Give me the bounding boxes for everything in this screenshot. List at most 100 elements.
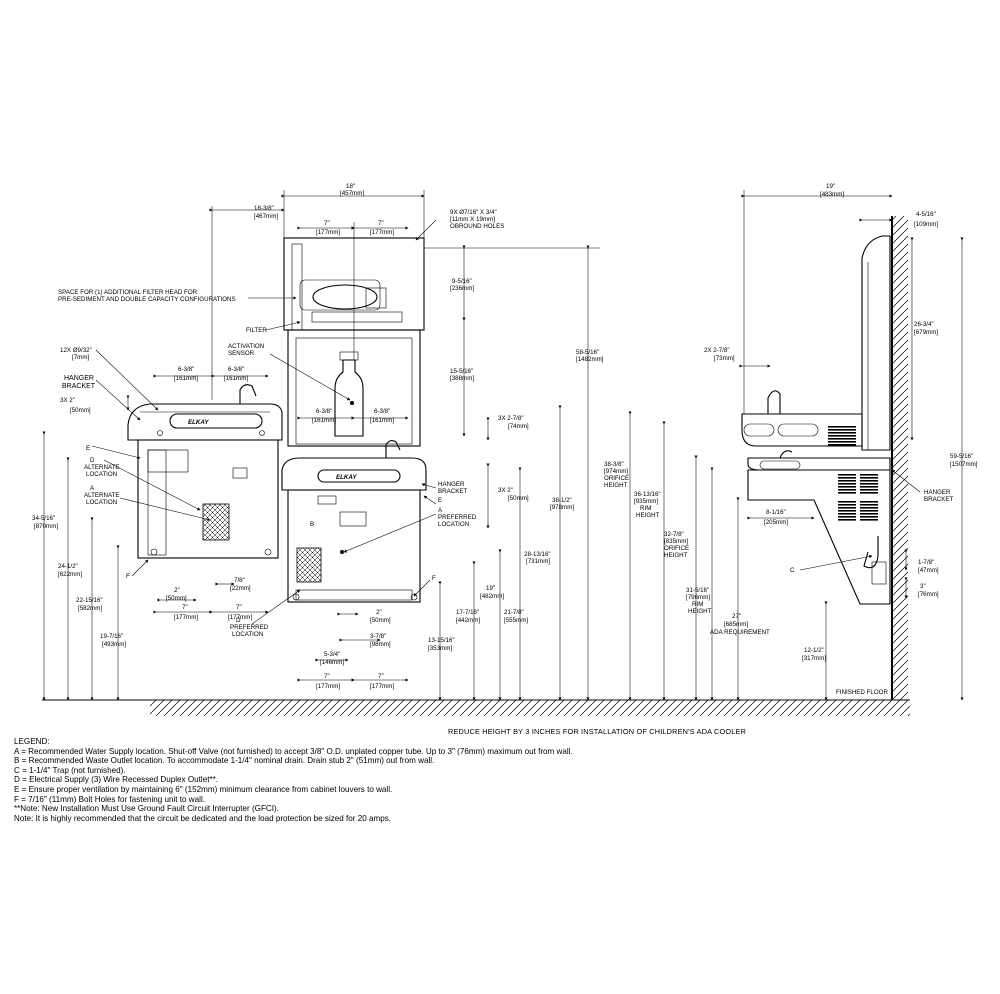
label-ada-2: [685mm] [724,621,748,628]
legend-line-a: A = Recommended Water Supply location. S… [14,746,573,756]
dim-15-5-16-mm: [388mm] [450,375,474,382]
dim-59-5-16: 59-5/16" [950,453,973,460]
dim-26-3-4: 26-3/4" [914,321,934,328]
legend-line-e: E = Ensure proper ventilation by maintai… [14,784,393,794]
dim-13-15-16-mm: [353mm] [428,645,452,652]
dim-6-3-8b: 6-3/8" [228,366,244,373]
dim-7b-mm: [177mm] [370,229,394,236]
dim-6-3-8a-mm: [161mm] [174,375,198,382]
dimension-lines [42,190,964,701]
dim-7d-mm: [177mm] [228,614,252,621]
dim-8-1-16-mm: [205mm] [764,519,788,526]
label-obround-3: OBROUND HOLES [450,223,504,230]
label-rim-2a: 31-5/16" [686,587,709,594]
dim-3-right-mm: [76mm] [918,591,939,598]
label-filter-space-2: PRE-SEDIMENT AND DOUBLE CAPACITY CONFIGU… [58,296,236,303]
right-unit-side [741,216,908,700]
dim-7f: 7" [378,673,384,680]
label-d-alt-2: ALTERNATE [84,464,120,471]
dim-4-5-16-mm: [109mm] [914,221,938,228]
label-ada-1: 27" [732,613,741,620]
dim-3x2-center-mm: [50mm] [508,495,529,502]
label-hanger-right-2: BRACKET [924,496,953,503]
dim-34-5-16-mm: [870mm] [34,523,58,530]
dim-2-left-mm: [50mm] [166,595,187,602]
label-orifice-2b: [835mm] [664,538,688,545]
dim-24-1-2-mm: [622mm] [58,571,82,578]
label-hanger-right-1: HANGER [924,489,951,496]
brand-left: ELKAY [188,419,209,426]
dim-15-5-16: 15-5/16" [450,368,473,375]
label-rim-1b: [935mm] [634,498,658,505]
dim-5-3-4-mm: [146mm] [320,659,344,666]
dim-6-3-8a: 6-3/8" [178,366,194,373]
label-a-pref-3: LOCATION [438,521,469,528]
dim-59-5-16-mm: [1507mm] [950,461,978,468]
label-12x-holes-mm: [7mm] [72,354,89,361]
dim-9-5-16-mm: [236mm] [450,285,474,292]
legend-line-c: C = 1-1/4" Trap (not furnished). [14,765,126,775]
dim-1-7-8: 1-7/8" [918,559,934,566]
dim-26-3-4-mm: [679mm] [914,329,938,336]
label-d-alt-1: D [90,457,95,464]
dim-18-mm: [457mm] [340,190,364,197]
legend-line-b: B = Recommended Waste Outlet location. T… [14,756,435,766]
dim-7d: 7" [236,604,242,611]
dim-38-1-2: 38-1/2" [552,497,572,504]
label-obround-2: [11mm X 19mm] [450,216,495,223]
legend-note-circuit: Note: It is highly recommended that the … [14,813,392,823]
dim-2x2-7-8: 2X 2-7/8" [704,347,730,354]
dim-22-15-16-mm: [582mm] [78,605,102,612]
dim-58-5-16-mm: [1482mm] [576,356,604,363]
dim-3-7-8: 3-7/8" [370,633,386,640]
dim-7-8: 7/8" [234,577,245,584]
dim-58-5-16: 58-5/16" [576,349,599,356]
label-f-left: F [126,573,130,580]
label-filter-space-1: SPACE FOR (1) ADDITIONAL FILTER HEAD FOR [58,289,198,296]
dim-19: 19" [486,585,495,592]
dim-3x2-left: 3X 2" [60,397,75,404]
label-hanger-left-2: BRACKET [62,383,96,390]
label-orifice-1b: [974mm] [604,468,628,475]
dim-21-7-8: 21-7/8" [504,609,524,616]
dim-13-15-16: 13-15/16" [428,637,455,644]
label-f-center: F [432,575,436,582]
brand-center: ELKAY [336,474,357,481]
label-d-pref-2: PREFERRED [230,624,269,631]
label-hanger-center-2: BRACKET [438,488,467,495]
dim-17-7-16: 17-7/16" [456,609,479,616]
label-orifice-1c: ORIFICE [604,475,629,482]
dim-6-3-8d-mm: [161mm] [370,417,394,424]
dim-3x2-7-8-mm: [74mm] [508,423,529,430]
dimension-text: 18" [457mm] 18-3/8" [467mm] 7" [177mm] 7… [32,183,978,690]
dim-6-3-8c-mm: [161mm] [312,417,336,424]
label-rim-1c: RIM [640,505,651,512]
dim-18-3-8-mm: [467mm] [254,213,278,220]
dim-22-15-16: 22-15/16" [76,597,103,604]
dim-2-center-mm: [50mm] [370,617,391,624]
dim-21-7-8-mm: [555mm] [504,617,528,624]
dim-19-7-16: 19-7/16" [100,633,123,640]
dim-38-1-2-mm: [978mm] [550,504,574,511]
dim-28-13-16: 28-13/16" [524,551,551,558]
label-obround-1: 9X Ø7/16" X 3/4" [450,209,497,216]
dim-3-right: 3" [920,583,926,590]
dim-18: 18" [346,183,355,190]
dim-6-3-8d: 6-3/8" [374,408,390,415]
dim-19-mm: [482mm] [480,593,504,600]
dim-7f-mm: [177mm] [370,683,394,690]
dim-7c-mm: [177mm] [174,614,198,621]
label-12x-holes: 12X Ø9/32" [60,347,92,354]
dim-2-left: 2" [174,587,180,594]
dim-7c: 7" [182,604,188,611]
dim-7a: 7" [324,220,330,227]
label-b-center: B [310,521,314,528]
label-orifice-2d: HEIGHT [664,552,688,559]
label-rim-2b: [796mm] [686,594,710,601]
floor [42,699,910,716]
dim-12-1-2-mm: [317mm] [802,655,826,662]
dim-7e: 7" [324,673,330,680]
label-activation-2: SENSOR [228,350,255,357]
dim-3x2-left-mm: [50mm] [70,407,91,414]
